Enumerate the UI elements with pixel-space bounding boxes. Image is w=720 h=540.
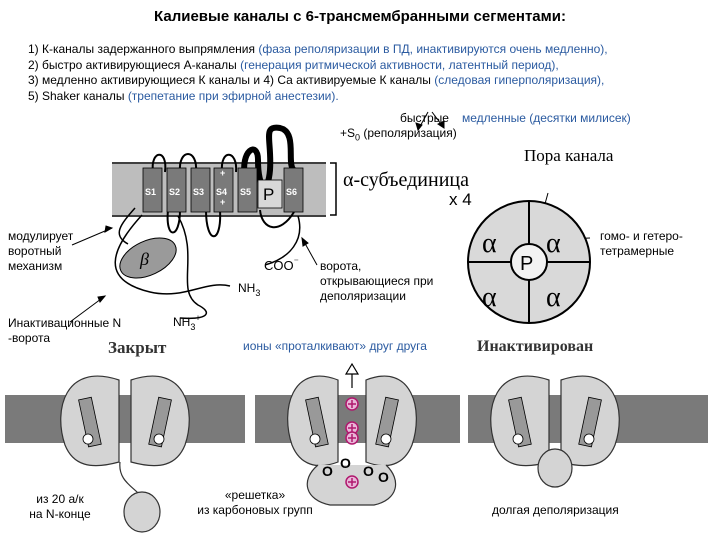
segment-s3 xyxy=(190,167,211,213)
segment-label: S3 xyxy=(193,187,204,197)
channel-body xyxy=(287,375,417,467)
list-item: 3) медленно активирующиеся К каналы и 4)… xyxy=(28,73,605,87)
inactivated-title: Инактивирован xyxy=(477,338,594,355)
pore-alpha-3: α xyxy=(482,282,497,313)
n-terminal-tail-2 xyxy=(177,215,208,320)
carbonyl-o: O xyxy=(322,463,333,479)
ions-push-label: ионы «проталкивают» друг друга xyxy=(243,339,427,353)
membrane-closed xyxy=(5,395,245,443)
x4-label: х 4 xyxy=(449,190,472,209)
beta-tether xyxy=(118,207,136,245)
beta-label: β xyxy=(139,249,149,269)
voltage-sensor xyxy=(305,396,329,448)
voltage-sensor xyxy=(78,396,102,448)
plus-icon: + xyxy=(220,197,225,207)
inactivation-ball xyxy=(123,491,161,533)
pore-alpha-1: α xyxy=(482,228,497,259)
plus-icon xyxy=(309,433,321,445)
potassium-ions xyxy=(345,397,359,489)
s0-label: +S0 (реполяризация) xyxy=(340,126,457,143)
carbonyl-o: O xyxy=(363,463,374,479)
plus-icon xyxy=(153,433,165,445)
pore-alpha-2: α xyxy=(546,228,561,259)
segment-label: S1 xyxy=(145,187,156,197)
pore-alpha-4: α xyxy=(546,282,561,313)
segment-s4 xyxy=(213,167,234,213)
long-depolarization-label: долгая деполяризация xyxy=(492,503,619,517)
homo-hetero-label: гомо- и гетеро-тетрамерные xyxy=(600,229,683,258)
up-arrow-icon xyxy=(344,362,360,375)
carbonyl-o: O xyxy=(378,469,389,485)
carbonyl-o: O xyxy=(340,455,351,471)
plus-icon xyxy=(583,433,595,445)
channel-body xyxy=(490,375,620,467)
p-label: P xyxy=(263,185,274,204)
outer-loops xyxy=(151,153,238,173)
page-title: Калиевые каналы с 6-трансмембранными сег… xyxy=(154,8,566,25)
p-region xyxy=(257,179,283,209)
voltage-sensor xyxy=(148,396,172,448)
segment-s1 xyxy=(142,167,163,213)
inactivation-gate-label: Инактивационные N-ворота xyxy=(8,316,122,345)
pore-channel-title: Пора канала xyxy=(524,146,614,165)
inactivation-ball-plug xyxy=(537,448,573,488)
pore-p-label: P xyxy=(520,253,533,275)
segment-label: S4 xyxy=(216,187,227,197)
slow-label: медленные (десятки милисек) xyxy=(462,111,631,125)
beta-subunit xyxy=(119,237,177,279)
voltage-sensor xyxy=(578,396,602,448)
segment-label: S5 xyxy=(240,187,251,197)
segment-s5 xyxy=(237,167,258,213)
nh3-plus-label: NH3+ xyxy=(173,313,201,332)
segment-s6 xyxy=(283,167,304,213)
closed-title: Закрыт xyxy=(108,338,167,357)
channel-body xyxy=(60,375,190,467)
plus-icon xyxy=(512,433,524,445)
voltage-sensor xyxy=(508,396,532,448)
grid-label: «решетка»из карбоновых групп xyxy=(197,488,313,517)
segment-label: S6 xyxy=(286,187,297,197)
alpha-bracket xyxy=(330,162,337,216)
channel-bodies xyxy=(60,375,620,533)
transmembrane-segments: S1 S2 S3 S4 S5 S6 + + xyxy=(142,167,304,213)
plus-icon xyxy=(82,433,94,445)
c-terminal-tail xyxy=(264,215,301,266)
list-item: 5) Shaker каналы (трепетание при эфирной… xyxy=(28,88,339,103)
plus-icon xyxy=(380,433,392,445)
voltage-sensor xyxy=(375,396,399,448)
alpha-subunit-label: α-субъединица xyxy=(343,169,469,191)
nh3-label: NH3 xyxy=(238,281,260,298)
plus-icon: + xyxy=(220,168,225,178)
p-loop-line xyxy=(241,124,297,189)
list-item: 1) К-каналы задержанного выпрямления (фа… xyxy=(28,42,608,56)
pore-top-view xyxy=(467,200,591,324)
coo-label: COO⁻ xyxy=(264,257,299,273)
n-terminal-tail-1 xyxy=(114,214,231,295)
list-item: 2) быстро активирующиеся А-каналы (генер… xyxy=(28,57,559,72)
segment-label: S2 xyxy=(169,187,180,197)
channel-type-list: 1) К-каналы задержанного выпрямления (фа… xyxy=(28,42,608,104)
inactivation-tether xyxy=(119,461,141,496)
segment-s2 xyxy=(166,167,187,213)
